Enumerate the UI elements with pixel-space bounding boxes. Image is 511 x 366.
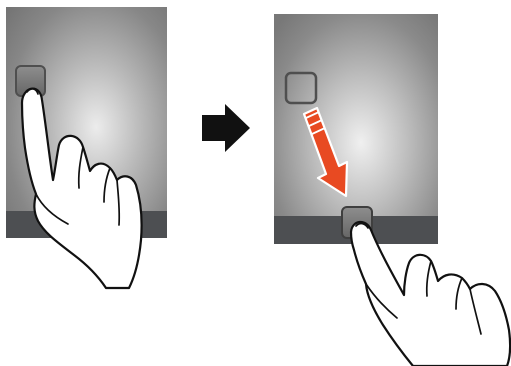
right-arrow-icon: [202, 104, 250, 152]
before-hand: [20, 87, 143, 290]
drag-arrow-icon: [302, 106, 349, 198]
after-panel: [274, 14, 511, 366]
after-hand: [349, 220, 511, 366]
before-panel: [6, 7, 167, 290]
transition-arrow: [202, 104, 250, 152]
drag-arrow: [302, 106, 349, 198]
after-screen: [274, 14, 438, 244]
pointing-hand-icon: [20, 87, 143, 290]
app-shortcut-outline-icon: [284, 71, 318, 105]
